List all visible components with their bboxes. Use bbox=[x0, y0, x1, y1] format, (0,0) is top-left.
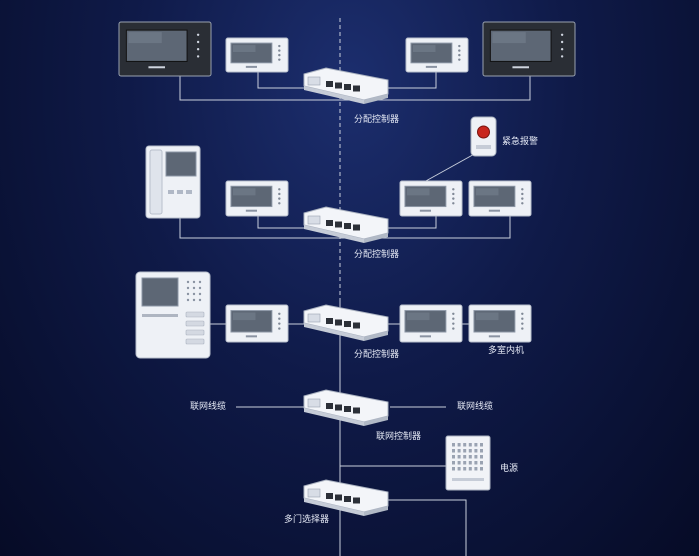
power-supply-label: 电源 bbox=[500, 464, 519, 474]
floor-1-monitor-left bbox=[225, 37, 289, 73]
emergency-alarm-label: 紧急报警 bbox=[502, 137, 539, 147]
distribution-controller-3 bbox=[303, 304, 389, 341]
floor-2-monitor-left bbox=[225, 180, 289, 217]
floor-1-large-monitor-right bbox=[482, 21, 576, 77]
multi-door-selector-label: 多门选择器 bbox=[284, 515, 330, 525]
floor-1-large-monitor-left bbox=[118, 21, 212, 77]
network-controller bbox=[303, 389, 389, 426]
selector-output-wire bbox=[388, 499, 467, 556]
emergency-button-icon bbox=[470, 116, 497, 157]
distribution-controller-1 bbox=[303, 67, 389, 104]
distribution-controller-label-2: 分配控制器 bbox=[354, 250, 400, 260]
floor-3-monitor-right-1 bbox=[399, 304, 463, 343]
network-cable-label-right: 联网线缆 bbox=[457, 402, 494, 412]
distribution-controller-label-3: 分配控制器 bbox=[354, 350, 400, 360]
floor-2-monitor-wire-right bbox=[386, 216, 437, 229]
floor-3-monitor-left bbox=[225, 304, 289, 343]
floor-3-monitor-right-2 bbox=[468, 304, 532, 343]
multi-door-selector bbox=[303, 479, 389, 516]
distribution-controller-label-1: 分配控制器 bbox=[354, 115, 400, 125]
multi-room-indoor-unit-label: 多室内机 bbox=[488, 346, 525, 356]
floor-2-monitor-wire-left bbox=[257, 216, 310, 229]
floor-1-monitor-right bbox=[405, 37, 469, 73]
distribution-controller-2 bbox=[303, 206, 389, 243]
floor-2-monitor-right-1 bbox=[399, 180, 463, 217]
network-cable-label-left: 联网线缆 bbox=[190, 402, 227, 412]
handset-indoor-monitor bbox=[145, 145, 201, 219]
network-controller-label: 联网控制器 bbox=[376, 432, 422, 442]
floor-1-monitor-wire-right bbox=[386, 72, 437, 89]
alarm-wire bbox=[423, 151, 479, 183]
floor-2-monitor-right-2 bbox=[468, 180, 532, 217]
door-station-icon bbox=[135, 271, 211, 359]
floor-1-monitor-wire-left bbox=[257, 72, 310, 89]
power-supply-icon bbox=[445, 435, 491, 491]
